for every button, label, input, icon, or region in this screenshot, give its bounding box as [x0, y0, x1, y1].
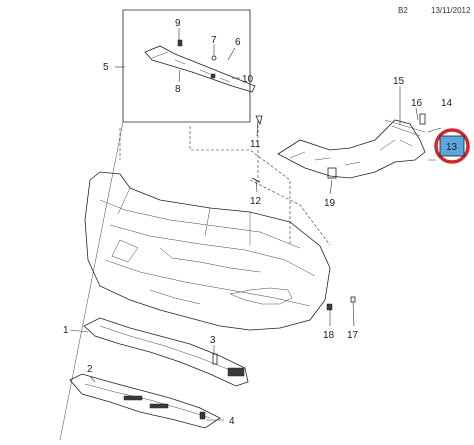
undertray [69, 373, 221, 429]
callout-9: 9 [175, 18, 181, 29]
leader-1 [69, 329, 89, 333]
highlight-ring [434, 128, 470, 164]
callout-8: 8 [175, 84, 181, 95]
leader-11 [256, 119, 259, 137]
callout-5: 5 [103, 62, 109, 73]
leader-12 [255, 179, 258, 193]
callout-1: 1 [63, 325, 69, 336]
callout-2: 2 [87, 364, 93, 375]
callout-13: 13 [446, 142, 458, 153]
callout-3: 3 [210, 335, 216, 346]
callout-7: 7 [211, 35, 217, 46]
callout-4: 4 [229, 416, 235, 427]
callout-11: 11 [250, 139, 261, 150]
callout-18: 18 [323, 330, 335, 341]
upper-grille-bracket [144, 39, 256, 93]
assembly-path-upper [119, 126, 291, 245]
leader-2 [89, 375, 96, 383]
leader-14 [427, 127, 442, 133]
callout-10: 10 [242, 74, 254, 85]
section-code: B2 [398, 6, 408, 15]
callout-17: 17 [347, 330, 359, 341]
callout-16: 16 [411, 98, 423, 109]
callout-14: 14 [441, 98, 453, 109]
lower-reinforcement [83, 317, 249, 387]
callout-19: 19 [324, 198, 336, 209]
callout-13-box [439, 135, 465, 157]
callout-12: 12 [250, 196, 262, 207]
inset-frame-edge [59, 121, 124, 441]
leader-16 [415, 107, 419, 121]
inset-frame [122, 9, 251, 123]
callout-15: 15 [393, 76, 405, 87]
side-bracket [277, 119, 426, 179]
callout-6: 6 [235, 37, 241, 48]
front-bumper-cover [84, 171, 331, 331]
leader-6 [227, 47, 236, 61]
assembly-path-screw-12 [249, 179, 331, 246]
leader-8 [178, 69, 181, 83]
leader-19 [329, 179, 333, 195]
diagram-date: 13/11/2012 [431, 6, 471, 15]
leader-17 [352, 301, 355, 327]
